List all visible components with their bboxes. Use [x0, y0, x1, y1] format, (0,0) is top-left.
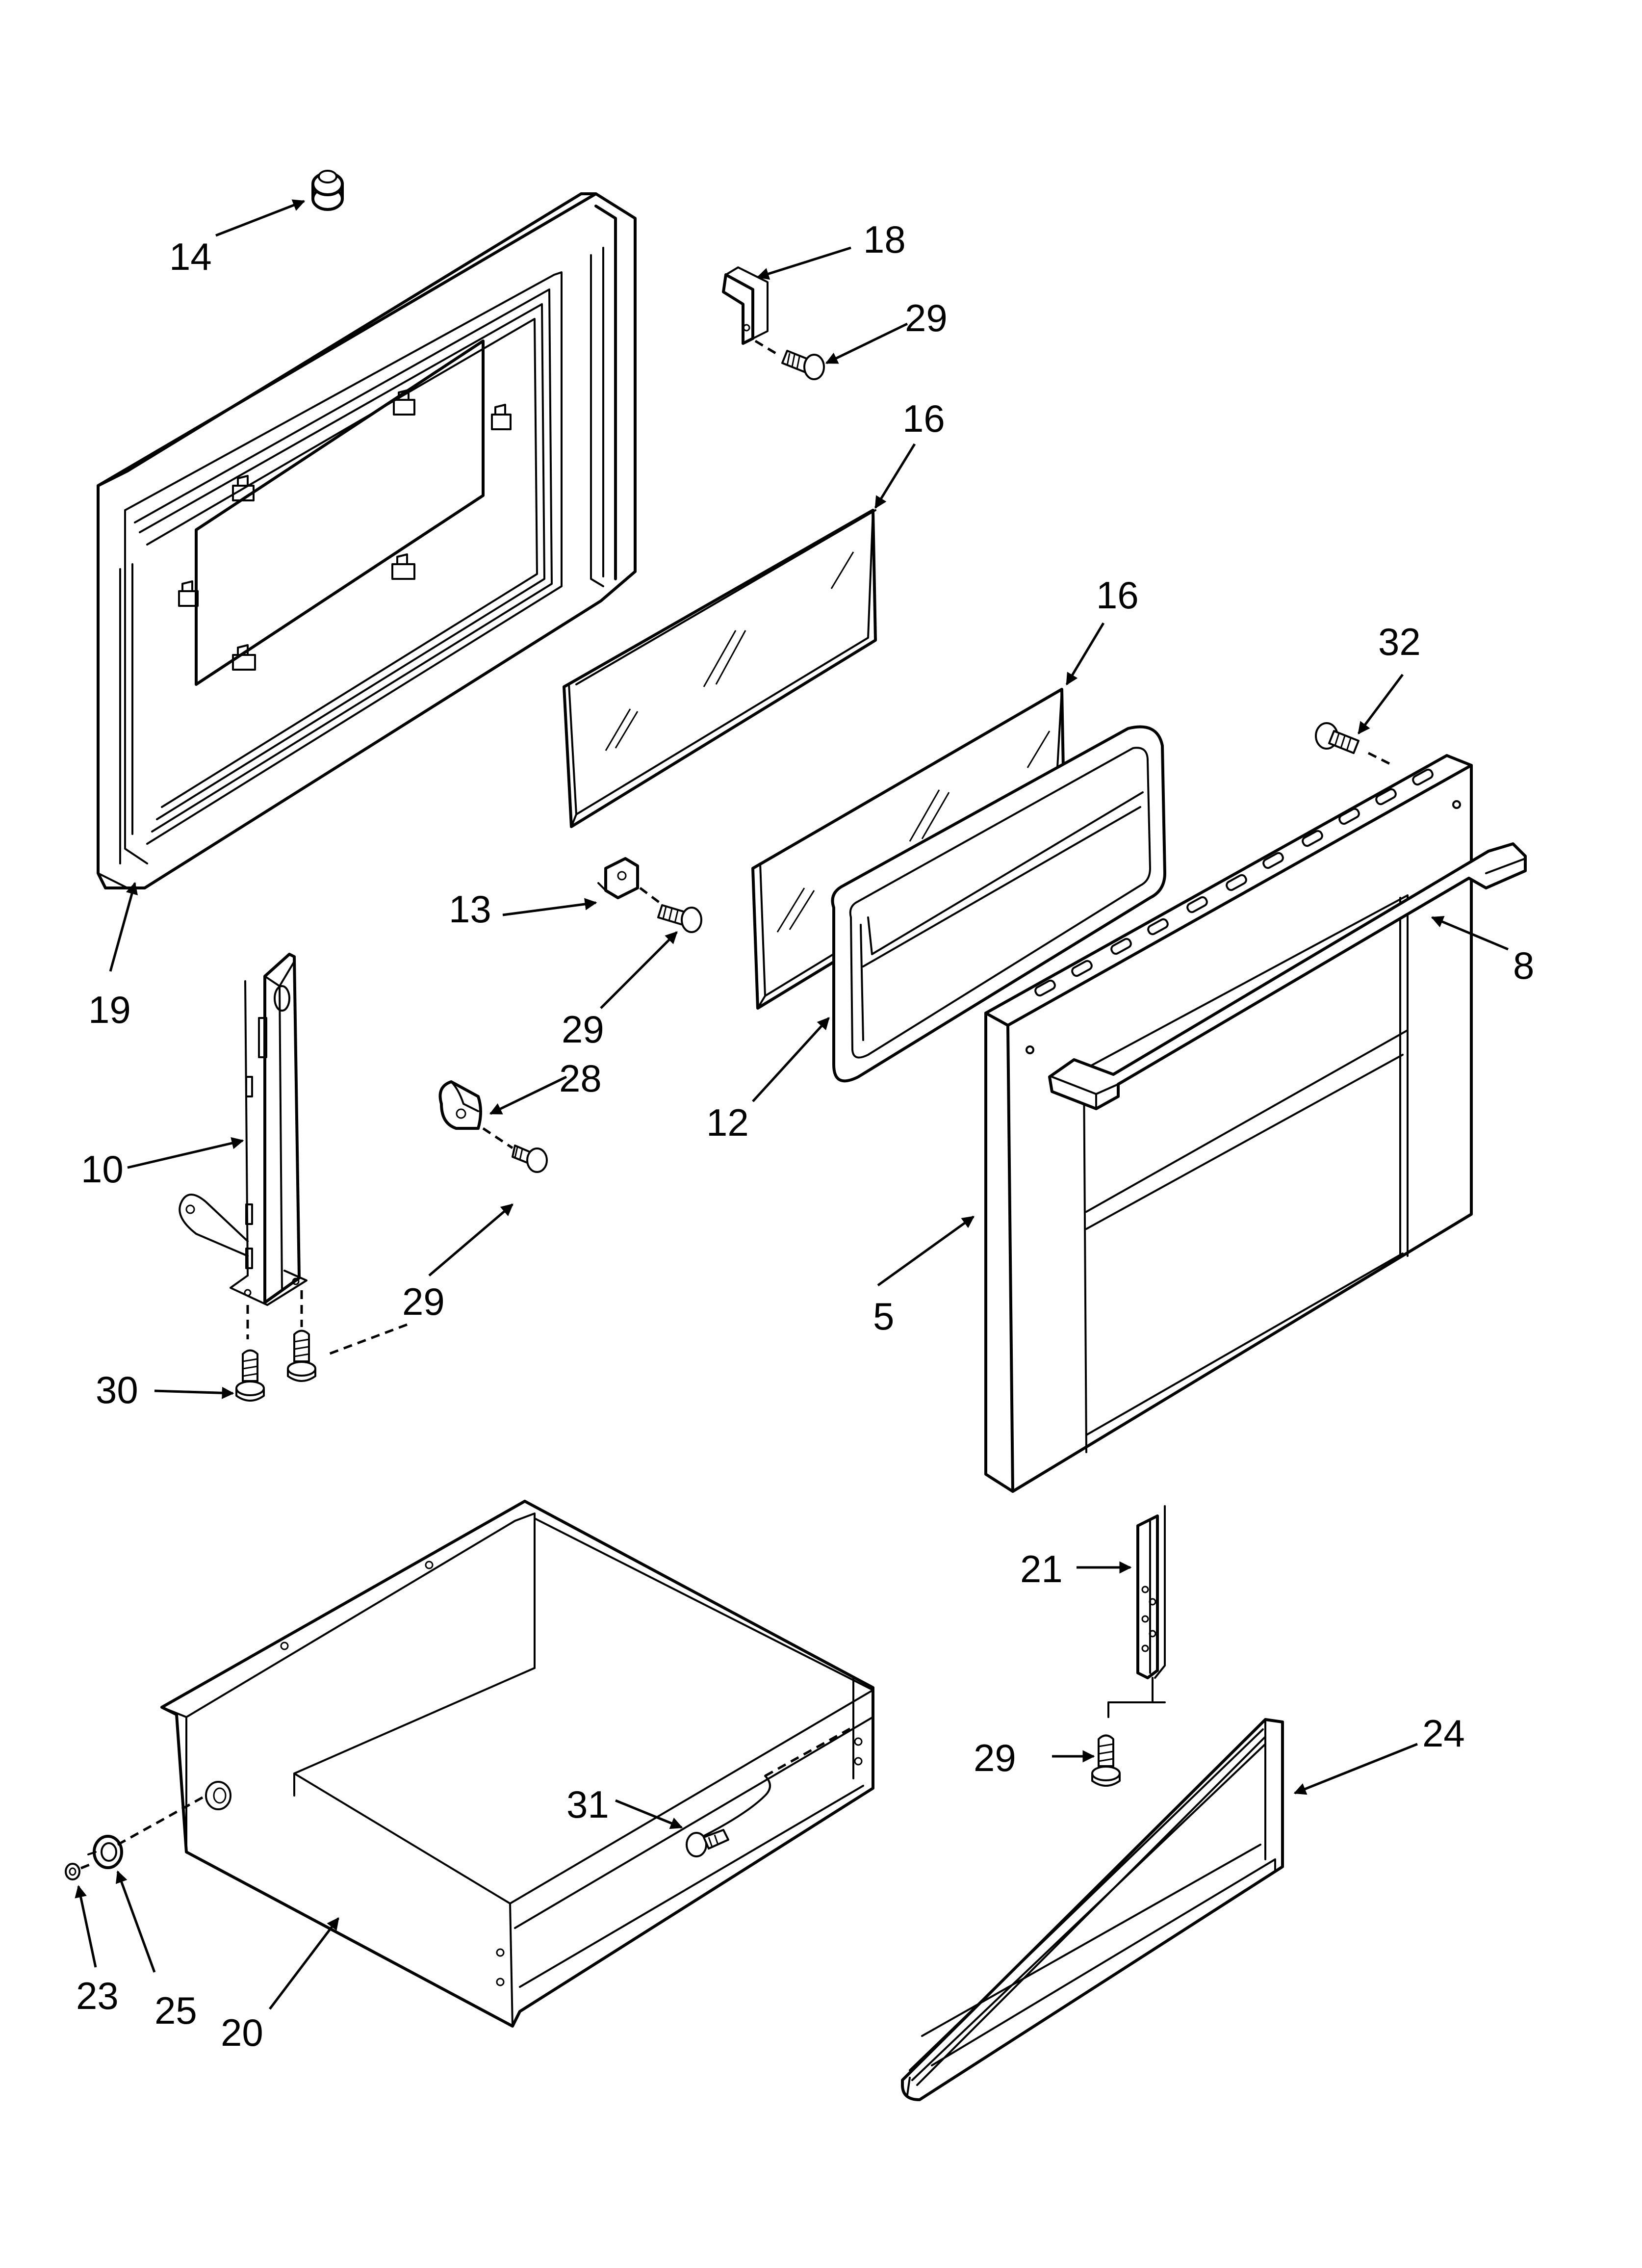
callout-21: 21 — [1020, 1547, 1063, 1590]
part-30-screw — [235, 1349, 265, 1402]
callout-labels: 14 18 29 16 16 32 13 29 19 8 12 28 10 29… — [76, 218, 1534, 2054]
callout-29: 29 — [974, 1736, 1016, 1779]
part-24-drawer-front — [901, 1718, 1284, 2101]
part-10-side-bracket — [179, 953, 308, 1306]
callout-29: 29 — [562, 1008, 604, 1051]
part-20-drawer — [160, 1500, 874, 2028]
callout-28: 28 — [559, 1057, 602, 1100]
callout-29: 29 — [905, 296, 948, 339]
callout-16: 16 — [1096, 574, 1139, 617]
callout-18: 18 — [863, 218, 906, 261]
callout-30: 30 — [96, 1368, 138, 1411]
callout-10: 10 — [81, 1147, 124, 1191]
callout-19: 19 — [88, 988, 131, 1031]
callout-25: 25 — [154, 1989, 197, 2032]
part-14-bumper — [311, 170, 344, 211]
part-16-glass-upper — [563, 509, 877, 828]
part-19-outer-door-panel — [97, 192, 637, 889]
callout-31: 31 — [566, 1783, 609, 1826]
part-29-screw-middle — [657, 904, 702, 933]
part-18-bracket — [722, 266, 769, 345]
part-23-washer — [65, 1863, 80, 1880]
callout-5: 5 — [873, 1295, 894, 1338]
part-29-screw-retainer — [512, 1145, 548, 1173]
callout-12: 12 — [706, 1101, 749, 1144]
callout-13: 13 — [449, 887, 491, 931]
callout-29: 29 — [402, 1280, 445, 1323]
part-29-screw-upper — [781, 350, 825, 380]
leader-lines — [75, 199, 1509, 2010]
part-28-retainer — [438, 1080, 482, 1130]
callout-20: 20 — [221, 2011, 263, 2054]
part-31-screw — [686, 1829, 729, 1857]
part-32-screw — [1315, 722, 1360, 754]
part-29-screw-lower-left — [287, 1330, 316, 1382]
part-12-gasket — [831, 725, 1166, 1083]
part-8-handle — [1048, 842, 1527, 1110]
callout-14: 14 — [169, 235, 212, 278]
callout-24: 24 — [1422, 1712, 1465, 1755]
part-13-clip — [597, 857, 639, 899]
part-29-screw-lower-right — [1091, 1734, 1121, 1787]
callout-23: 23 — [76, 1974, 119, 2017]
part-25-roller — [87, 1835, 123, 1869]
callout-8: 8 — [1513, 944, 1534, 987]
callout-16: 16 — [902, 397, 945, 440]
part-21-bracket — [1136, 1505, 1166, 1679]
callout-32: 32 — [1378, 620, 1421, 663]
